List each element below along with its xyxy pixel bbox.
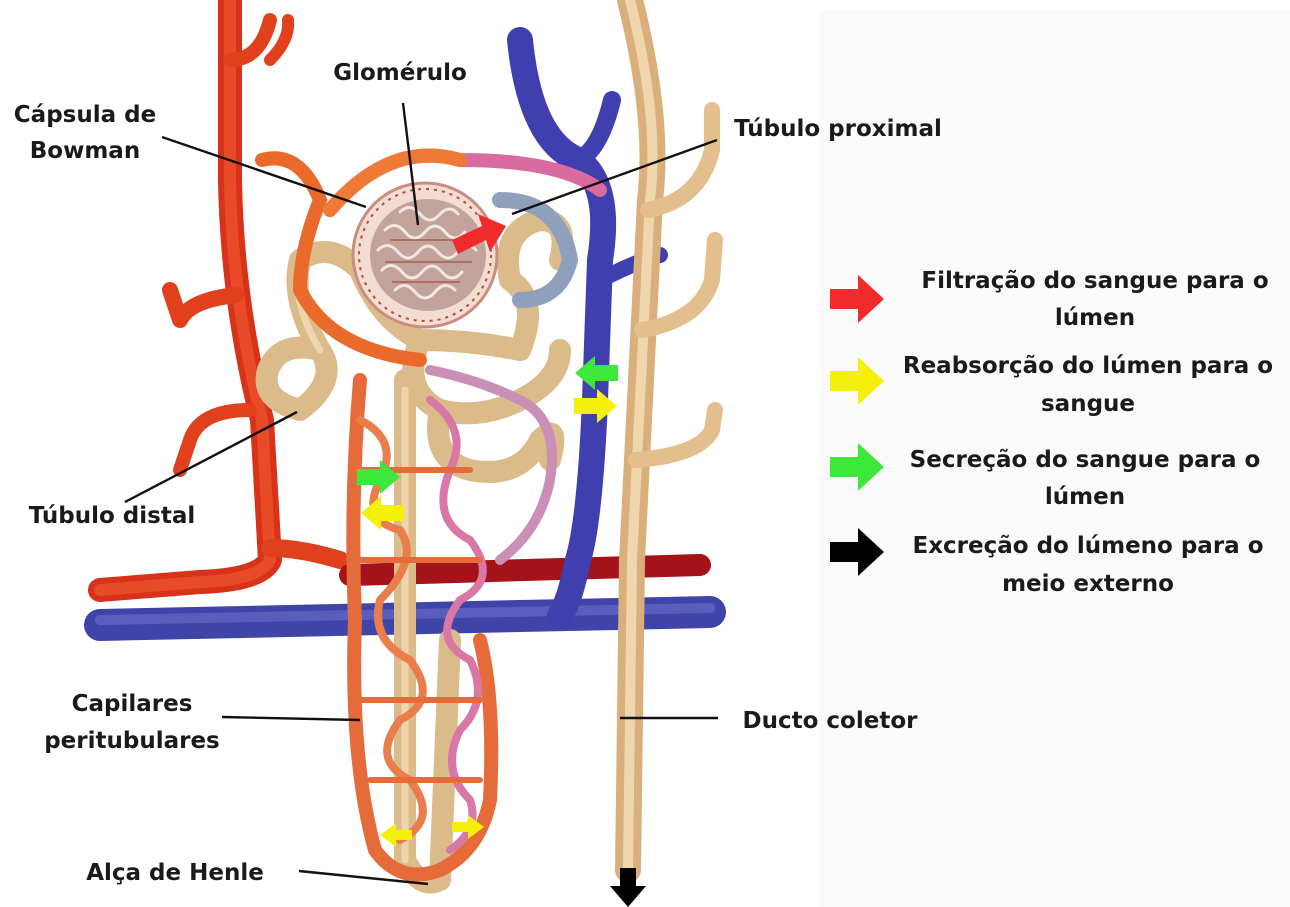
excretion-arrow-diagram [610,868,646,907]
leader-capilares [222,717,360,720]
label-capilares-line1: Capilares [72,691,193,717]
legend-text-secretion-1: Secreção do sangue para o [910,447,1261,473]
legend-text-reabsorption-2: sangue [1041,391,1135,417]
legend-text-excretion-1: Excreção do lúmeno para o [912,533,1263,559]
label-capsula-line2: Bowman [30,138,140,164]
legend-text-excretion-2: meio externo [1002,571,1174,597]
legend-text-filtration-2: lúmen [1055,305,1135,331]
legend-text-secretion-2: lúmen [1045,484,1125,510]
label-capilares-line2: peritubulares [44,728,220,754]
label-tubulo-proximal: Túbulo proximal [734,116,942,142]
collecting-duct [628,0,715,870]
label-capsula-line1: Cápsula de [14,102,156,128]
glomerulus [370,199,486,311]
label-glomerulo: Glomérulo [333,60,467,86]
label-alca-henle: Alça de Henle [86,860,264,886]
legend-text-reabsorption-1: Reabsorção do lúmen para o [903,353,1273,379]
label-ducto-coletor: Ducto coletor [743,708,919,734]
leader-capsula [162,137,366,207]
legend-text-filtration-1: Filtração do sangue para o [921,268,1268,294]
label-tubulo-distal: Túbulo distal [29,503,196,529]
